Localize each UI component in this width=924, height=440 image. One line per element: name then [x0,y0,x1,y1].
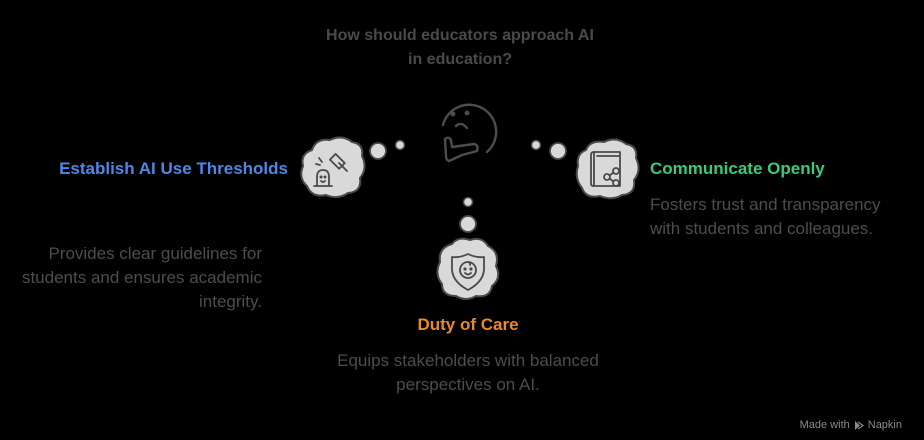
bubble-large-left [369,142,387,160]
thinking-face-icon [441,103,498,163]
bubble-small-bottom [462,196,474,208]
cloud-bottom [436,237,500,300]
bubble-small-left [394,139,406,151]
cloud-left [300,136,366,199]
branch-title-duty-of-care: Duty of Care [417,315,519,334]
shield-child-icon [451,253,485,291]
bubble-small-right [530,139,542,151]
book-share-icon [590,151,621,187]
napkin-logo-icon [854,420,864,430]
made-with-label: Made with [799,419,850,431]
branch-description-communicate-openly: Fosters trust and transparency with stud… [650,195,881,238]
central-question-line-2: in education? [408,51,512,68]
bubble-large-right [549,142,567,160]
gavel-icon [313,153,348,187]
central-question: How should educators approach AI in educ… [290,24,630,72]
central-question-line-1: How should educators approach AI [326,27,594,44]
branch-title-establish-thresholds: Establish AI Use Thresholds [59,159,288,178]
branch-description-duty-of-care: Equips stakeholders with balanced perspe… [337,351,599,394]
napkin-brand-label: Napkin [867,419,902,431]
branch-description-establish-thresholds: Provides clear guidelines for students a… [21,244,262,311]
cloud-right [575,138,640,200]
made-with-napkin-badge[interactable]: Made with Napkin [800,418,902,432]
branch-title-communicate-openly: Communicate Openly [650,159,825,178]
bubble-large-bottom [459,215,477,233]
